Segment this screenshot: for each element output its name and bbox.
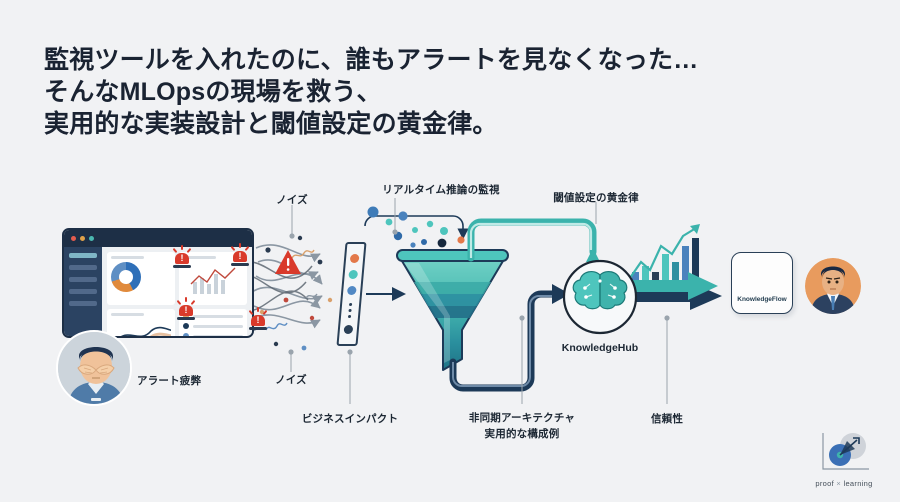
knowledgeflow-label: KnowledgeFlow <box>737 296 787 303</box>
dashboard-sidebar <box>64 247 102 336</box>
brand-mark-icon <box>822 433 869 470</box>
dashboard-card-donut <box>107 252 175 305</box>
label-noise-top: ノイズ <box>276 194 308 206</box>
filter-dot-blue <box>346 286 357 296</box>
async-pipe-arrowhead <box>552 284 570 304</box>
alert-siren-icon: ! <box>248 307 268 330</box>
label-async-architecture-2: 実用的な構成例 <box>484 428 560 440</box>
label-knowledge-hub: KnowledgeHub <box>561 342 639 354</box>
filter-dot-navy <box>343 325 354 335</box>
window-close-dot <box>71 236 76 241</box>
brand-name: proof × learning <box>815 479 872 488</box>
title-line-3: 実用的な実装設計と閾値設定の黄金律。 <box>44 110 498 138</box>
dashboard-titlebar <box>64 230 252 247</box>
window-maximize-dot <box>89 236 94 241</box>
wave-chart <box>121 326 186 336</box>
leader-lines <box>290 198 668 404</box>
filter-dot-orange <box>349 253 360 263</box>
knowledgeflow-card[interactable]: KnowledgeFlow <box>731 252 793 314</box>
label-reliability: 信頼性 <box>650 413 684 425</box>
threshold-pipe-inner <box>469 222 593 258</box>
brand-logo: proof × learning <box>808 429 880 488</box>
donut-chart <box>111 262 141 292</box>
label-alert-fatigue: アラート疲弊 <box>137 375 202 387</box>
alert-fatigue-avatar <box>56 330 132 406</box>
page-title: 監視ツールを入れたのに、誰もアラートを見なくなった… そんなMLOpsの現場を救… <box>44 44 804 140</box>
sidebar-item <box>69 277 97 282</box>
user-avatar <box>805 258 861 314</box>
brand-name-separator: × <box>836 479 842 488</box>
knowledge-hub-node <box>562 259 638 335</box>
leader-dots <box>288 229 670 355</box>
funnel-icon <box>396 249 509 371</box>
label-noise-bottom: ノイズ <box>275 374 307 386</box>
label-threshold-golden-rule: 閾値設定の黄金律 <box>553 192 639 204</box>
monitoring-dashboard-mockup <box>62 228 254 338</box>
sidebar-item-active <box>69 253 97 258</box>
dashboard-card-wave <box>107 309 186 336</box>
sidebar-item <box>69 301 97 306</box>
alert-siren-icon: ! <box>230 243 250 266</box>
filter-ellipsis <box>347 302 353 318</box>
alert-siren-icon: ! <box>172 245 192 268</box>
filter-dot-teal <box>348 270 359 280</box>
sidebar-item <box>69 265 97 270</box>
brand-name-secondary: learning <box>843 479 873 488</box>
title-line-2: そんなMLOpsの現場を救う、 <box>44 78 382 106</box>
title-line-1: 監視ツールを入れたのに、誰もアラートを見なくなった… <box>44 46 699 74</box>
label-business-impact: ビジネスインパクト <box>301 413 399 425</box>
threshold-pipe-arrowhead <box>586 248 600 262</box>
datapoint-bubbles <box>364 206 469 248</box>
label-async-architecture-1: 非同期アーキテクチャ <box>468 412 576 424</box>
brand-name-primary: proof <box>815 479 835 488</box>
window-minimize-dot <box>80 236 85 241</box>
label-realtime-monitoring: リアルタイム推論の監視 <box>382 184 500 196</box>
sidebar-item <box>69 289 97 294</box>
alert-siren-icon: ! <box>176 297 196 320</box>
warning-triangle-icon <box>275 250 301 274</box>
trend-chart <box>190 267 236 294</box>
async-pipe-inner <box>452 295 554 387</box>
result-arrow <box>605 272 722 310</box>
